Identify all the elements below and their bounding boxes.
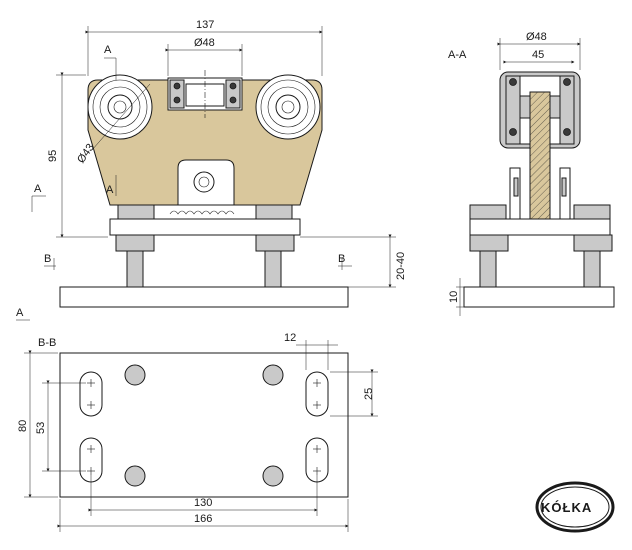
kolka-logo: KÓŁKA <box>535 481 615 533</box>
dim-height: 95 <box>47 150 59 162</box>
aa-mid-plate <box>469 218 611 236</box>
dim-width: 137 <box>196 19 214 31</box>
slot-top-right <box>305 371 329 417</box>
section-bb-title: B-B <box>38 337 56 349</box>
section-aa: A-A Ø48 45 10 <box>448 31 615 316</box>
section-mark-b-left: B <box>44 253 51 265</box>
bb-section-mark-a: A <box>16 307 24 319</box>
bb-dim-hole-spacing-v: 53 <box>35 422 47 434</box>
bb-dim-slot-length: 25 <box>363 388 375 400</box>
dim-inner-diameter: Ø48 <box>194 37 215 49</box>
aa-dim-inner: 45 <box>532 49 544 61</box>
aa-base-plate <box>463 286 615 308</box>
front-view: 137 Ø48 95 Ø43 A A A B B 20-40 <box>31 19 407 308</box>
section-mark-bottom: A <box>106 184 114 196</box>
section-mark-b-right: B <box>338 253 345 265</box>
hole-bottom-right <box>262 465 284 487</box>
top-bearing <box>167 70 243 118</box>
dim-adjust: 20-40 <box>395 252 407 280</box>
hole-top-left <box>124 364 146 386</box>
slot-top-left <box>79 371 103 417</box>
mid-plate <box>109 218 301 236</box>
bb-dim-height: 80 <box>17 420 29 432</box>
section-bb: A B-B 12 25 <box>16 307 378 532</box>
nut-left-lower <box>115 234 155 252</box>
section-aa-title: A-A <box>448 49 467 61</box>
section-mark-left: A <box>34 183 42 195</box>
nut-right-lower <box>255 234 295 252</box>
aa-pin <box>529 91 551 221</box>
nut-right-upper <box>255 204 293 220</box>
logo-text: KÓŁKA <box>541 500 592 515</box>
aa-dim-outer: Ø48 <box>526 31 547 43</box>
weld-bead <box>169 210 235 215</box>
bb-plate <box>59 352 349 498</box>
base-plate <box>59 286 349 308</box>
hole-bottom-left <box>124 465 146 487</box>
bb-dim-total-width: 166 <box>194 513 212 525</box>
hole-top-right <box>262 364 284 386</box>
rod-left <box>126 250 144 288</box>
left-wheel <box>87 74 153 140</box>
aa-dim-plate: 10 <box>448 291 460 303</box>
nut-left-upper <box>117 204 155 220</box>
right-wheel <box>255 74 321 140</box>
rod-right <box>264 250 282 288</box>
bb-dim-slot-width: 12 <box>284 332 296 344</box>
pin-bracket <box>177 159 235 206</box>
section-mark-top: A <box>104 44 112 56</box>
bb-dim-hole-spacing-h: 130 <box>194 497 212 509</box>
